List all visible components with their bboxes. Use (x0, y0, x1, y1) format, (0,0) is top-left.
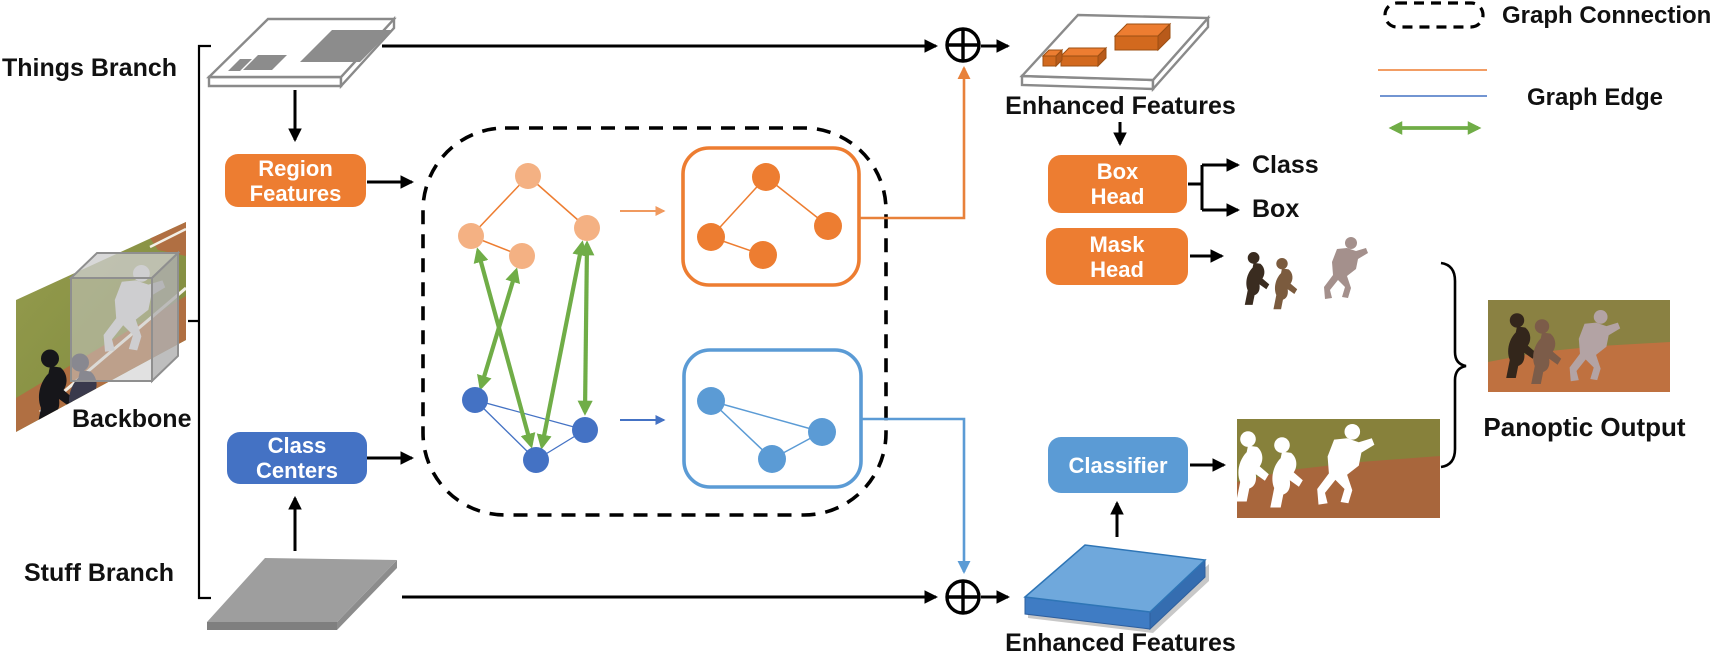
things-node (509, 243, 535, 269)
mask-catcher (1273, 257, 1298, 310)
stuff-node (523, 447, 549, 473)
things-node (574, 215, 600, 241)
region-features-line1: Region (258, 155, 333, 181)
stuff-node (572, 417, 598, 443)
cross-graph-edges (473, 240, 595, 450)
mask-head-line1: Mask (1089, 231, 1145, 257)
stuff-out-node (697, 387, 725, 415)
things-out-node (814, 212, 842, 240)
panoptic-brace (1440, 261, 1467, 469)
classifier-box: Classifier (1048, 437, 1188, 493)
stuff-feature-slab (207, 558, 397, 630)
mask-umpire (1244, 251, 1270, 305)
photo-foul-line-2 (149, 227, 186, 249)
mask-outputs (1244, 237, 1368, 310)
class-output-label: Class (1252, 151, 1319, 179)
panoptic-output-image (1488, 300, 1670, 392)
output-stuff-graph (682, 348, 863, 489)
stuff-residual-connector (861, 417, 971, 574)
things-residual-connector (859, 66, 971, 220)
legend-graph-edge-label: Graph Edge (1527, 84, 1664, 111)
enhanced-features-bottom-label: Enhanced Features (1005, 629, 1236, 657)
graph-connection-module (421, 126, 888, 517)
backbone-input-image (16, 222, 186, 432)
box-head-fork (1188, 165, 1204, 210)
things-edge (470, 175, 529, 237)
region-features-line2: Features (249, 180, 342, 206)
things-out-node (752, 163, 780, 191)
region-feature-blocks (1041, 22, 1172, 68)
mask-batter (1324, 237, 1368, 299)
enhanced-features-top-label: Enhanced Features (1005, 92, 1236, 120)
green-bidirectional-edge (477, 267, 520, 391)
class-centers-line1: Class (267, 433, 327, 458)
things-feature-slab (206, 15, 397, 90)
things-node (458, 223, 484, 249)
legend-graph-connection-label: Graph Connection (1502, 2, 1712, 29)
legend-graph-connection-swatch (1383, 1, 1485, 29)
sum-bottom-icon (945, 579, 981, 615)
things-branch-label: Things Branch (2, 54, 178, 82)
flow-lines (288, 39, 1241, 604)
output-things-graph (681, 146, 861, 287)
class-centers-box: Class Centers (227, 432, 367, 484)
panoptic-output-label: Panoptic Output (1483, 412, 1686, 442)
mask-head-box: Mask Head (1046, 228, 1188, 285)
things-edge (527, 175, 588, 229)
box-output-label: Box (1252, 195, 1300, 223)
backbone-cube (68, 250, 181, 384)
stuff-out-node (808, 418, 836, 446)
class-centers-line2: Centers (256, 458, 338, 483)
feature-patch-large (300, 30, 392, 62)
stuff-out-node (758, 445, 786, 473)
region-features-box: Region Features (225, 154, 366, 207)
backbone-label: Backbone (72, 405, 192, 433)
stuff-node (462, 387, 488, 413)
mask-head-line2: Head (1090, 256, 1144, 282)
things-out-node (697, 223, 725, 251)
feature-patch-medium (243, 55, 287, 70)
green-bidirectional-edge (536, 240, 588, 450)
enhanced-features-slab-top (1019, 13, 1211, 93)
feature-patch-small (228, 59, 252, 71)
stuff-edge (474, 399, 586, 431)
input-graph (458, 163, 600, 473)
box-head-box: Box Head (1048, 155, 1187, 213)
things-node (515, 163, 541, 189)
things-out-node (749, 241, 777, 269)
stuff-branch-label: Stuff Branch (24, 559, 174, 587)
stuff-segmentation-image (1237, 419, 1440, 518)
sum-top-icon (945, 27, 981, 63)
classifier-label: Classifier (1068, 452, 1168, 478)
green-bidirectional-edge (577, 240, 595, 416)
box-head-line2: Head (1090, 184, 1145, 209)
backbone-split-bracket (188, 44, 211, 600)
enhanced-features-slab-bottom (1023, 544, 1209, 633)
legend-swatches (1378, 1, 1487, 135)
box-head-line1: Box (1096, 159, 1139, 184)
green-bidirectional-edge (473, 247, 536, 449)
